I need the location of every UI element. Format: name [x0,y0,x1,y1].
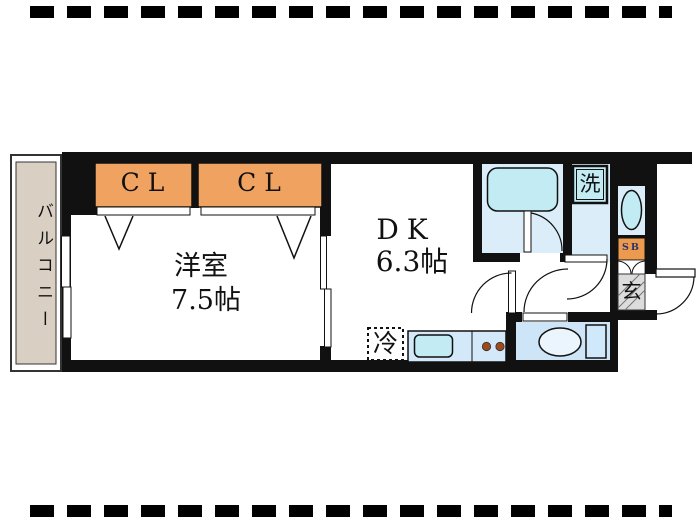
toilet-tank [585,324,607,359]
bathroom-door-leaf [523,210,532,253]
shoe-box [617,237,646,275]
stove-burner-2 [495,341,505,352]
washer-label: 洗 [579,172,601,196]
entrance-door-leaf [655,268,696,278]
top-dashed-border [30,6,672,18]
closet-2-label: CL [237,168,289,197]
closet-door-mark-1 [104,215,134,251]
closet-1-label: CL [120,168,173,197]
stove-burner-1 [481,341,492,352]
entrance-area [617,268,696,315]
western-room-size: 7.5帖 [171,285,241,316]
closets [94,162,323,260]
closet-door-mark-2 [276,215,312,260]
kitchen [367,327,507,363]
basin [620,189,643,231]
washing-machine [571,164,609,205]
balcony [10,154,62,372]
closet-1 [94,162,193,208]
hall-doors [470,270,516,314]
washer-room-door-leaf [564,254,608,263]
closet-2 [197,162,323,208]
dk-door-leaf [508,270,516,314]
shoe-box-door-arc-left [617,260,632,275]
washer-room [564,164,610,300]
fridge-label: 冷 [372,329,398,358]
closet-track-1 [96,206,191,216]
toilet-bowl [538,327,582,357]
entrance-door-arc [655,276,695,315]
toilet-door-leaf [522,312,568,322]
basin-nook [618,186,645,235]
balcony-label: バルコニー [33,201,53,337]
dk-door-arc [470,272,512,314]
bathroom [482,164,563,262]
shoebox-label: SB [622,242,641,253]
closet-track-2 [200,206,316,216]
bathroom-door-arc [530,212,563,252]
fridge-box [367,327,404,361]
washer-room-door-arc [566,258,608,300]
dk-room-size: 6.3帖 [375,245,449,278]
bottom-dashed-border [30,505,672,517]
bathtub [486,167,559,212]
toilet-room [516,268,610,360]
shoe-box-door-arc-right [631,260,646,275]
kitchen-sink [413,334,454,358]
dk-room-name: DK [376,213,436,246]
windows [61,235,332,348]
toilet-door-arc [523,268,569,313]
western-room-name: 洋室 [174,251,228,282]
entrance-label: 玄 [621,279,642,303]
